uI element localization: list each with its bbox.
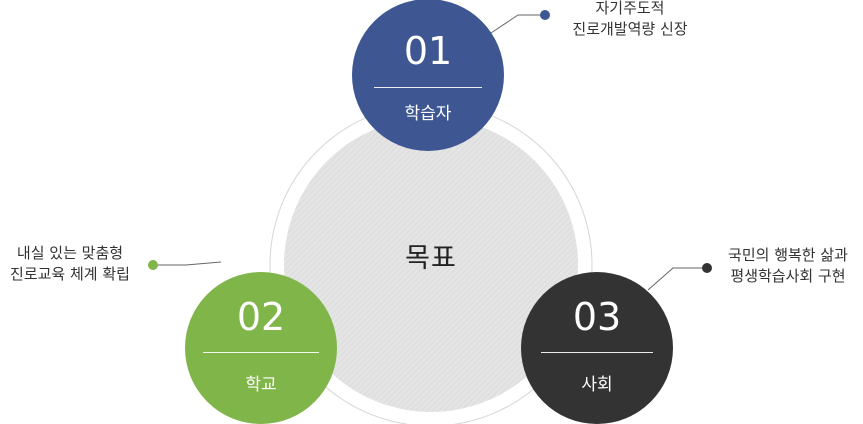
node-03-divider — [541, 352, 653, 353]
node-01-divider — [374, 87, 482, 88]
node-03-label: 사회 — [581, 375, 613, 395]
node-02-number: 02 — [236, 295, 286, 339]
connector-03 — [647, 263, 712, 291]
node-02-circle: 02 학교 — [185, 272, 337, 424]
node-01-circle: 01 학습자 — [352, 0, 504, 151]
node-03-desc-line-2: 평생학습사회 구현 — [730, 267, 846, 285]
node-03-description: 국민의 행복한 삶과 평생학습사회 구현 — [718, 245, 858, 287]
node-02-divider — [203, 352, 319, 353]
node-01-label: 학습자 — [404, 104, 452, 124]
node-03-desc-line-1: 국민의 행복한 삶과 — [728, 246, 848, 264]
node-03-number: 03 — [572, 295, 622, 339]
node-02-desc-line-1: 내실 있는 맞춤형 — [16, 244, 124, 262]
connector-01 — [490, 10, 550, 34]
node-03-circle: 03 사회 — [521, 272, 673, 424]
connector-dot-02 — [148, 260, 158, 270]
node-02-label: 학교 — [245, 375, 277, 395]
center-circle — [284, 118, 578, 412]
node-01-desc-line-2: 진로개발역량 신장 — [572, 20, 688, 38]
center-label: 목표 — [405, 243, 457, 274]
node-02-description: 내실 있는 맞춤형 진로교육 체계 확립 — [0, 243, 140, 285]
connector-02 — [148, 260, 222, 270]
node-01-desc-line-1: 자기주도적 — [595, 0, 665, 17]
connector-dot-01 — [540, 10, 550, 20]
connector-dot-03 — [702, 263, 712, 273]
node-02-desc-line-2: 진로교육 체계 확립 — [10, 265, 130, 283]
node-01-description: 자기주도적 진로개발역량 신장 — [560, 0, 700, 40]
node-01-number: 01 — [403, 29, 453, 73]
